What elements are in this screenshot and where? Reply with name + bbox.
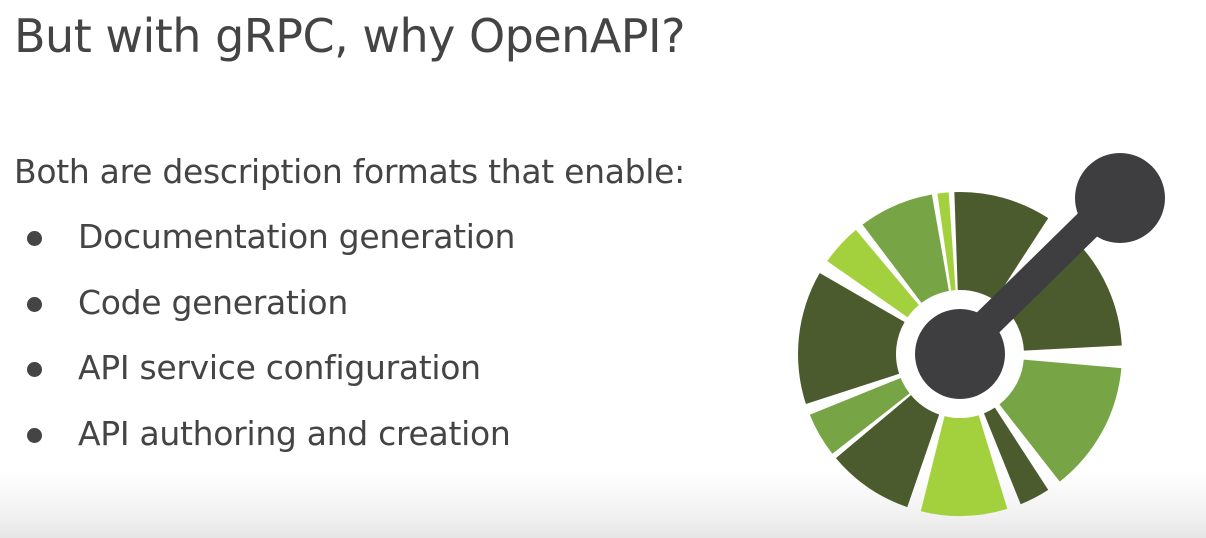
logo-ring-segment xyxy=(797,273,905,405)
logo-ring-segment xyxy=(809,377,910,454)
logo-ring-segment xyxy=(827,229,919,318)
logo-ring-segment xyxy=(999,359,1122,482)
logo-ring-segment xyxy=(920,415,1008,516)
logo-ring-segment xyxy=(983,407,1049,505)
bullet-dot-icon xyxy=(27,296,42,312)
intro-text: Both are description formats that enable… xyxy=(14,152,685,191)
logo-handle-knob xyxy=(1075,153,1165,243)
bullet-dot-icon xyxy=(27,231,42,246)
logo-hub xyxy=(915,309,1005,399)
logo-ring-segment xyxy=(1005,239,1122,351)
logo-ring-segments xyxy=(797,192,1122,516)
openapi-logo-icon xyxy=(797,153,1165,516)
bullet-dot-icon xyxy=(27,427,42,443)
slide-title: But with gRPC, why OpenAPI? xyxy=(14,9,686,63)
logo-ring-segment xyxy=(937,192,956,291)
bullet-text: API authoring and creation xyxy=(78,413,511,453)
bullet-text: API service configuration xyxy=(78,348,481,387)
logo-ring-segment xyxy=(835,395,940,508)
bullet-text: Documentation generation xyxy=(78,217,516,256)
logo-ring-segment xyxy=(954,192,1049,301)
bullet-dot-icon xyxy=(27,362,42,377)
logo-ring-segment xyxy=(862,194,949,303)
bullet-text: Code generation xyxy=(78,282,348,322)
